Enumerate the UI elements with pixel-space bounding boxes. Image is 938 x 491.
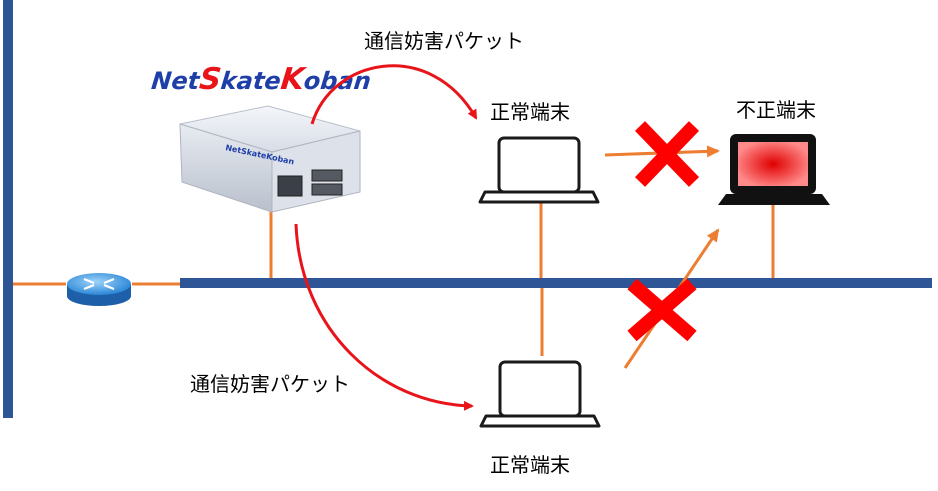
rogue-terminal-label: 不正端末 (736, 98, 816, 122)
netskatekoban-device: NetSkateKoban (179, 105, 361, 213)
product-logo: NetSkateKoban (150, 62, 373, 97)
normal-terminal-top-label: 正常端末 (490, 100, 570, 124)
block-cross-icon-top (634, 121, 700, 187)
normal-terminal-bottom-label: 正常端末 (490, 453, 570, 477)
block-cross-icon-bottom (627, 278, 697, 342)
attack-packet-arrow-top (310, 64, 478, 125)
main-network-bus (180, 278, 932, 288)
left-network-segment (3, 0, 13, 418)
logo-net: Net (150, 67, 202, 95)
rogue-terminal-laptop-icon (718, 134, 830, 205)
logo-kate: kate (219, 67, 282, 95)
logo-s: S (198, 62, 223, 97)
router-icon (67, 273, 131, 306)
packet-label-bottom: 通信妨害パケット (190, 372, 350, 396)
normal-terminal-top-laptop-icon (478, 136, 600, 204)
usb-port-top (311, 169, 343, 182)
normal-terminal-bottom-laptop-icon (479, 360, 601, 428)
usb-port-bottom (311, 183, 343, 196)
attack-packet-arrow-bottom (294, 223, 474, 411)
packet-label-top: 通信妨害パケット (364, 29, 524, 53)
ethernet-port (277, 175, 303, 197)
